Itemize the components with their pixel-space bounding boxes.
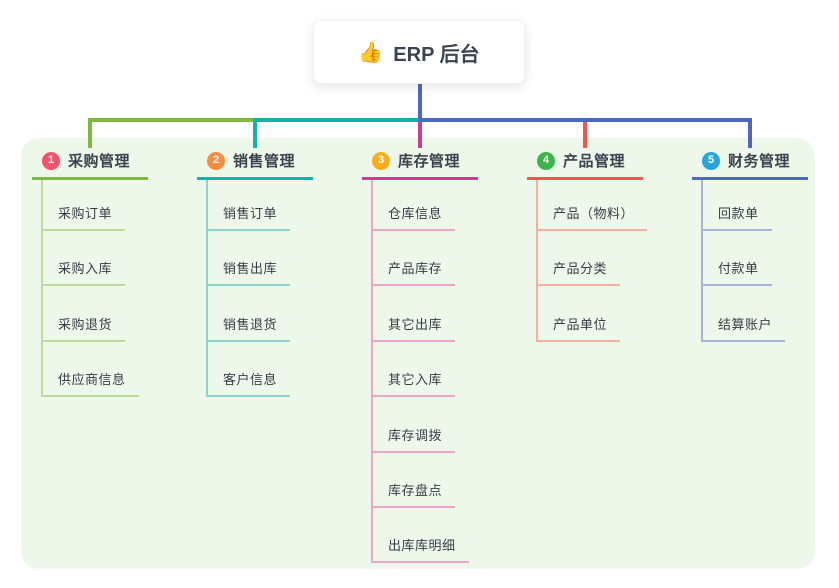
branch-3-number-badge: 3 [372, 151, 390, 170]
branch-1-child-4[interactable]: 供应商信息 [43, 369, 139, 398]
branch-5-child-2[interactable]: 付款单 [703, 258, 772, 287]
list-item: 销售订单 [208, 180, 347, 231]
branch-4-header[interactable]: 4 产品管理 [527, 146, 643, 180]
branch-4-child-2[interactable]: 产品分类 [538, 258, 621, 287]
list-item: 客户信息 [208, 342, 347, 398]
branch-5-header[interactable]: 5 财务管理 [692, 146, 808, 180]
branch-4-title: 产品管理 [563, 153, 626, 170]
branch-2-header[interactable]: 2 销售管理 [197, 146, 313, 180]
connector-drop-3 [418, 118, 422, 148]
branch-5-title: 财务管理 [728, 153, 791, 170]
root-node-erp[interactable]: 👍 ERP 后台 [313, 20, 525, 84]
branch-3-children: 仓库信息产品库存其它出库其它入库库存调拨库存盘点出库库明细 [371, 180, 512, 564]
branch-1-child-2[interactable]: 采购入库 [43, 258, 126, 287]
list-item: 仓库信息 [373, 180, 512, 231]
list-item: 产品（物料） [538, 180, 677, 231]
thumbs-up-icon: 👍 [358, 41, 384, 64]
list-item: 采购退货 [43, 286, 182, 342]
branch-4-children: 产品（物料） 产品分类产品单位 [536, 180, 677, 342]
branch-4-child-3[interactable]: 产品单位 [538, 314, 621, 342]
branch-4: 4 产品管理产品（物料） 产品分类产品单位 [527, 146, 677, 342]
branch-3-child-4[interactable]: 其它入库 [373, 369, 456, 398]
branch-2-child-4[interactable]: 客户信息 [208, 369, 291, 398]
branch-5-child-3[interactable]: 结算账户 [703, 314, 786, 342]
root-node-label: ERP 后台 [393, 43, 480, 66]
list-item: 库存调拨 [373, 397, 512, 453]
list-item: 产品库存 [373, 231, 512, 287]
list-item: 回款单 [703, 180, 839, 231]
list-item: 采购订单 [43, 180, 182, 231]
connector-drop-5 [748, 118, 752, 148]
list-item: 结算账户 [703, 286, 839, 342]
connector-root-stem [418, 80, 422, 122]
connector-drop-1 [88, 118, 92, 148]
branches-background-panel [21, 138, 815, 569]
branch-2-title: 销售管理 [233, 153, 296, 170]
branch-2-child-2[interactable]: 销售出库 [208, 258, 291, 287]
branch-1-title: 采购管理 [68, 153, 131, 170]
list-item: 付款单 [703, 231, 839, 287]
branch-3-child-2[interactable]: 产品库存 [373, 258, 456, 287]
branch-2: 2 销售管理销售订单销售出库销售退货客户信息 [197, 146, 347, 398]
list-item: 销售出库 [208, 231, 347, 287]
connector-rail-right [418, 118, 752, 122]
branch-2-child-1[interactable]: 销售订单 [208, 203, 291, 231]
list-item: 采购入库 [43, 231, 182, 287]
connector-drop-4 [583, 118, 587, 148]
list-item: 其它入库 [373, 342, 512, 398]
branch-1-children: 采购订单采购入库采购退货供应商信息 [41, 180, 182, 398]
connector-drop-2 [253, 118, 257, 148]
branch-3-child-1[interactable]: 仓库信息 [373, 203, 456, 231]
branch-3-title: 库存管理 [398, 153, 461, 170]
branch-1-child-1[interactable]: 采购订单 [43, 203, 126, 231]
branch-2-children: 销售订单销售出库销售退货客户信息 [206, 180, 347, 398]
list-item: 库存盘点 [373, 453, 512, 508]
branch-5: 5 财务管理回款单付款单结算账户 [692, 146, 839, 342]
branch-3-child-3[interactable]: 其它出库 [373, 314, 456, 342]
list-item: 供应商信息 [43, 342, 182, 398]
branch-5-children: 回款单付款单结算账户 [701, 180, 839, 342]
branch-2-number-badge: 2 [207, 151, 225, 170]
list-item: 出库库明细 [373, 508, 512, 564]
branch-3-header[interactable]: 3 库存管理 [362, 146, 478, 180]
connector-rail-midleft [253, 118, 422, 122]
branch-1: 1 采购管理采购订单采购入库采购退货供应商信息 [32, 146, 182, 398]
branch-1-header[interactable]: 1 采购管理 [32, 146, 148, 180]
branch-4-child-1[interactable]: 产品（物料） [538, 203, 648, 231]
branch-3-child-7[interactable]: 出库库明细 [373, 535, 469, 564]
branch-5-child-1[interactable]: 回款单 [703, 203, 772, 231]
branch-2-child-3[interactable]: 销售退货 [208, 314, 291, 342]
branch-3: 3 库存管理仓库信息产品库存其它出库其它入库库存调拨库存盘点出库库明细 [362, 146, 512, 564]
list-item: 其它出库 [373, 286, 512, 342]
list-item: 销售退货 [208, 286, 347, 342]
branch-1-child-3[interactable]: 采购退货 [43, 314, 126, 342]
branch-5-number-badge: 5 [702, 151, 720, 170]
branch-3-child-6[interactable]: 库存盘点 [373, 480, 456, 508]
connector-rail-left [88, 118, 257, 122]
list-item: 产品单位 [538, 286, 677, 342]
branch-1-number-badge: 1 [42, 151, 60, 170]
branch-3-child-5[interactable]: 库存调拨 [373, 425, 456, 453]
branch-4-number-badge: 4 [537, 151, 555, 170]
list-item: 产品分类 [538, 231, 677, 287]
